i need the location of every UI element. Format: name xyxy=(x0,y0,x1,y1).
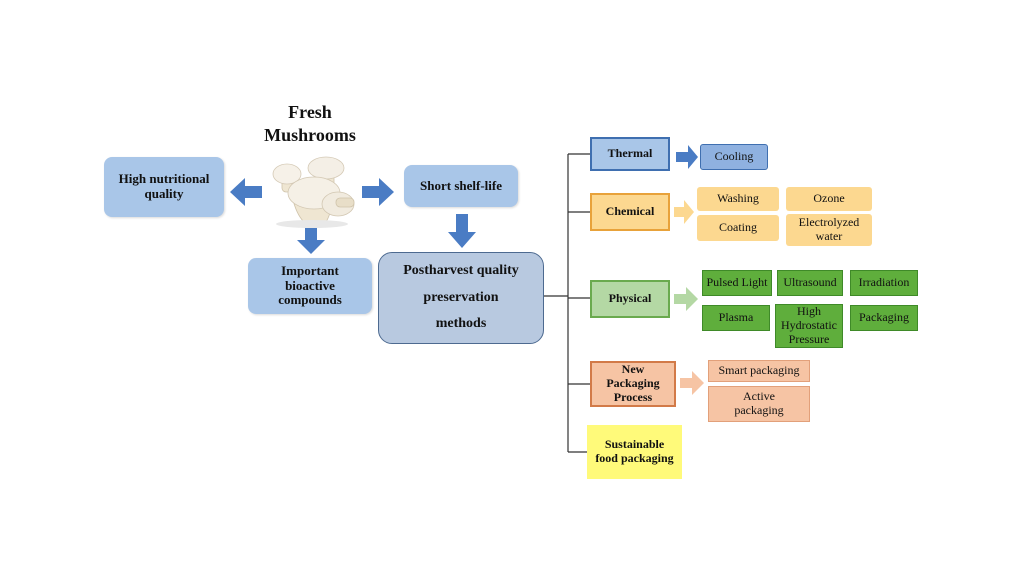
item-smart-packaging: Smart packaging xyxy=(708,360,810,382)
arrow-thermal xyxy=(676,145,698,169)
category-sustainable-food-packaging: Sustainable food packaging xyxy=(587,425,682,479)
node-short-shelf-life: Short shelf-life xyxy=(404,165,518,207)
item-high-hydrostatic-pressure: High Hydrostatic Pressure xyxy=(775,304,843,348)
item-irradiation: Irradiation xyxy=(850,270,918,296)
item-packaging: Packaging xyxy=(850,305,918,331)
arrow-chemical xyxy=(674,200,694,224)
item-ultrasound: Ultrasound xyxy=(777,270,843,296)
category-new-packaging-process: New Packaging Process xyxy=(590,361,676,407)
diagram-title: Fresh Mushrooms xyxy=(264,102,356,146)
category-physical: Physical xyxy=(590,280,670,318)
item-cooling: Cooling xyxy=(700,144,768,170)
item-coating: Coating xyxy=(697,215,779,241)
arrow-packaging xyxy=(680,371,704,395)
arrow-physical xyxy=(674,287,698,311)
mushroom-illustration xyxy=(272,156,355,228)
arrow-down-left xyxy=(297,225,325,254)
item-plasma: Plasma xyxy=(702,305,770,331)
item-ozone: Ozone xyxy=(786,187,872,211)
tree-connectors xyxy=(544,153,590,453)
arrow-left xyxy=(230,178,262,206)
item-washing: Washing xyxy=(697,187,779,211)
category-thermal: Thermal xyxy=(590,137,670,171)
item-active-packaging: Active packaging xyxy=(708,386,810,422)
item-pulsed-light: Pulsed Light xyxy=(702,270,772,296)
arrow-right xyxy=(362,178,394,206)
node-high-nutritional-quality: High nutritional quality xyxy=(104,157,224,217)
node-bioactive-compounds: Important bioactive compounds xyxy=(248,258,372,314)
category-chemical: Chemical xyxy=(590,193,670,231)
item-electrolyzed-water: Electrolyzed water xyxy=(786,214,872,246)
node-postharvest-methods: Postharvest quality preservation methods xyxy=(378,252,544,344)
arrow-down-right xyxy=(448,214,476,248)
